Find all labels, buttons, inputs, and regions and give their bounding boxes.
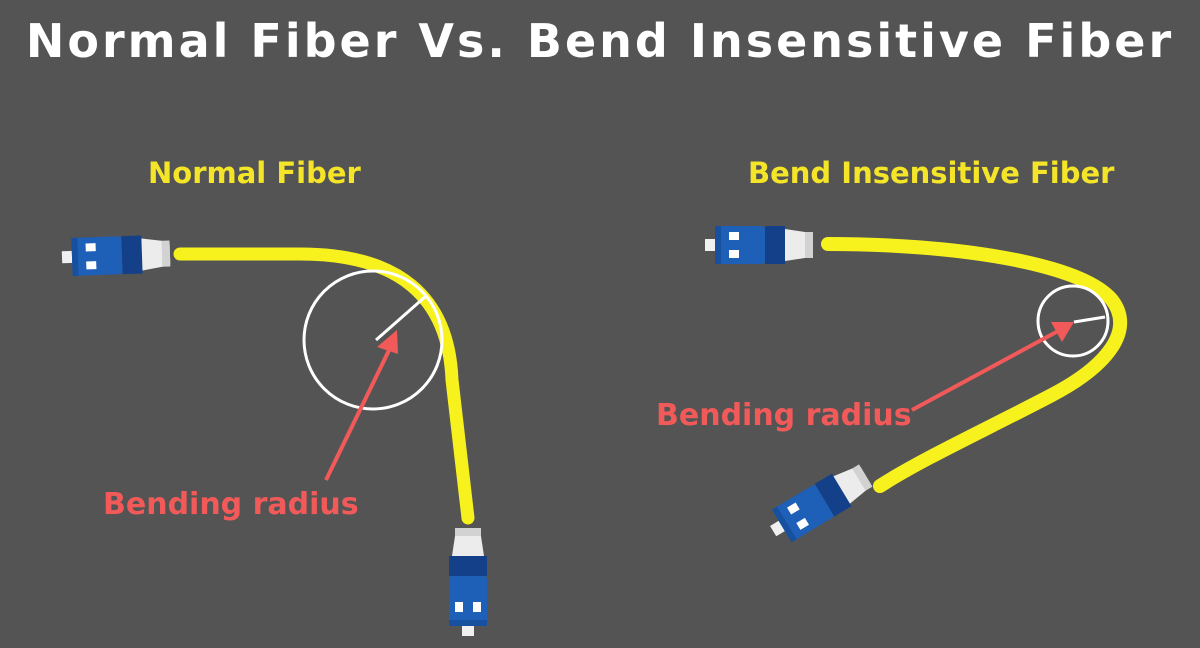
left-connector-bottom — [449, 528, 487, 636]
bend-insensitive-radius-line — [1073, 315, 1106, 324]
normal-bend-radius-circle — [302, 269, 444, 411]
normal-fiber-label: Normal Fiber — [148, 156, 361, 190]
normal-fiber-cable — [173, 247, 475, 525]
right-connector-bottom — [763, 459, 876, 548]
page-title: Normal Fiber Vs. Bend Insensitive Fiber — [25, 14, 1175, 68]
normal-bend-arrowhead — [377, 330, 398, 354]
right-connector-top — [705, 226, 813, 264]
bend-insensitive-bending-radius-label: Bending radius — [656, 398, 912, 433]
bend-insensitive-arrow — [911, 328, 1061, 412]
normal-bend-arrow — [324, 339, 396, 481]
normal-radius-line — [375, 294, 427, 342]
bend-insensitive-arrowhead — [1051, 322, 1074, 342]
normal-bending-radius-label: Bending radius — [103, 487, 359, 522]
bend-insensitive-fiber-label: Bend Insensitive Fiber — [748, 156, 1115, 190]
bend-insensitive-radius-circle — [1036, 284, 1110, 358]
left-connector-top — [61, 234, 171, 277]
bend-insensitive-fiber-cable — [821, 237, 1128, 493]
